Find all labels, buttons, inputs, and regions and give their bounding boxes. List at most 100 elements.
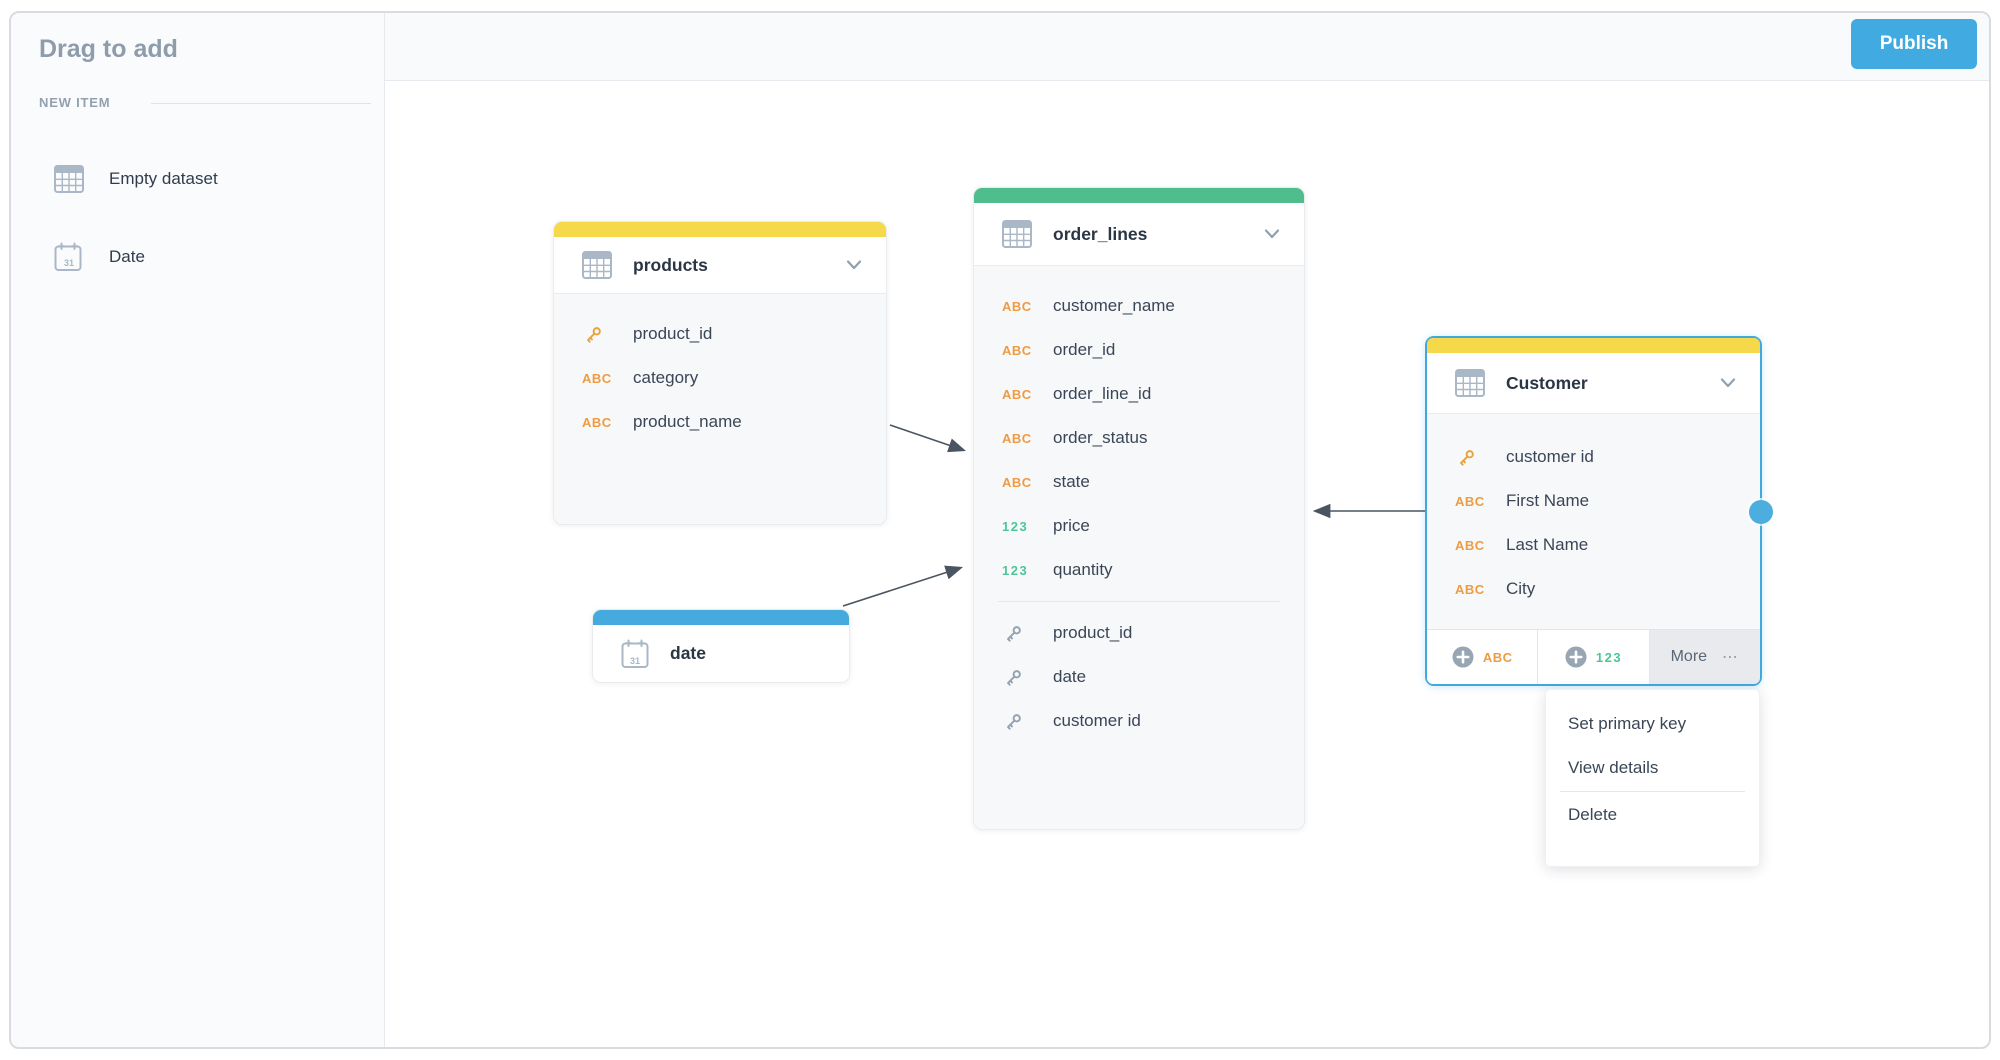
dataset-card-order-lines[interactable]: order_lines ABC customer_name ABC order_…	[973, 187, 1305, 830]
sidebar-item-label: Date	[109, 247, 145, 266]
foreign-key-icon	[1004, 712, 1023, 731]
table-grid-icon	[1002, 220, 1032, 248]
menu-item-view-details[interactable]: View details	[1568, 758, 1659, 777]
dataset-title: Customer	[1506, 372, 1588, 393]
dataset-card-products[interactable]: products product_id ABC category ABC pro…	[553, 221, 887, 525]
connection-handle[interactable]	[1749, 500, 1773, 524]
field-label: quantity	[1053, 560, 1113, 579]
more-context-menu: Set primary key View details Delete	[1545, 689, 1760, 867]
field-list: customer id ABC First Name ABC Last Name…	[1427, 414, 1760, 611]
plus-icon	[1565, 646, 1587, 668]
dataset-title: order_lines	[1053, 223, 1148, 244]
more-button[interactable]: More⋯	[1648, 630, 1760, 684]
field-row[interactable]: 123 quantity	[974, 548, 1304, 592]
add-number-field-button[interactable]: 123	[1537, 630, 1649, 684]
field-row[interactable]: 123 price	[974, 504, 1304, 548]
chevron-down-icon[interactable]	[1264, 229, 1280, 240]
field-label: product_id	[1053, 623, 1133, 642]
card-footer: ABC 123 More⋯	[1427, 629, 1760, 684]
field-list: product_id ABC category ABC product_name	[554, 294, 886, 444]
field-row[interactable]: product_id	[554, 312, 886, 356]
text-type-badge: ABC	[1002, 474, 1032, 490]
field-label: price	[1053, 516, 1090, 535]
field-row[interactable]: ABC category	[554, 356, 886, 400]
field-row[interactable]: ABC City	[1427, 567, 1760, 611]
menu-divider	[1560, 791, 1745, 792]
field-label: Last Name	[1506, 535, 1589, 554]
accent-bar	[554, 222, 886, 237]
field-label: category	[633, 368, 699, 387]
accent-bar	[593, 610, 849, 625]
table-grid-icon	[1455, 369, 1485, 397]
dataset-title: products	[633, 254, 708, 275]
primary-key-icon	[1457, 448, 1476, 467]
field-label: product_name	[633, 412, 742, 431]
number-type-badge: 123	[1595, 649, 1623, 665]
sidebar: Drag to add NEW ITEM Empty dataset 31 Da…	[11, 13, 385, 1047]
field-row[interactable]: product_id	[974, 611, 1304, 655]
text-type-badge: ABC	[582, 414, 612, 430]
menu-item-set-primary-key[interactable]: Set primary key	[1568, 714, 1687, 733]
field-list: ABC customer_name ABC order_id ABC order…	[974, 266, 1304, 743]
ellipsis-icon: ⋯	[1722, 649, 1740, 666]
calendar-icon: 31	[54, 242, 84, 272]
field-row[interactable]: customer id	[974, 699, 1304, 743]
sidebar-title: Drag to add	[39, 35, 178, 63]
text-type-badge: ABC	[1455, 493, 1485, 509]
foreign-key-icon	[1004, 624, 1023, 643]
text-type-badge: ABC	[1482, 649, 1513, 665]
field-label: customer_name	[1053, 296, 1175, 315]
calendar-icon: 31	[621, 639, 649, 669]
field-label: product_id	[633, 324, 713, 343]
text-type-badge: ABC	[1455, 581, 1485, 597]
field-label: customer id	[1053, 711, 1141, 730]
table-grid-icon	[54, 164, 84, 194]
text-type-badge: ABC	[1002, 386, 1032, 402]
field-row[interactable]: ABC product_name	[554, 400, 886, 444]
field-row[interactable]: ABC order_status	[974, 416, 1304, 460]
number-type-badge: 123	[1002, 562, 1029, 578]
field-label: First Name	[1506, 491, 1590, 510]
field-row[interactable]: ABC state	[974, 460, 1304, 504]
text-type-badge: ABC	[582, 370, 612, 386]
plus-icon	[1452, 646, 1474, 668]
publish-button[interactable]: Publish	[1851, 19, 1977, 69]
field-label: customer id	[1506, 447, 1594, 466]
field-row[interactable]: ABC customer_name	[974, 284, 1304, 328]
sidebar-item-empty-dataset[interactable]: Empty dataset	[11, 151, 385, 207]
sidebar-item-date[interactable]: 31 Date	[11, 229, 385, 285]
field-label: state	[1053, 472, 1090, 491]
field-row[interactable]: ABC Last Name	[1427, 523, 1760, 567]
accent-bar	[974, 188, 1304, 203]
field-row[interactable]: ABC order_line_id	[974, 372, 1304, 416]
add-text-field-button[interactable]: ABC	[1427, 630, 1538, 684]
dataset-card-customer[interactable]: Customer customer id ABC First Name ABC …	[1425, 336, 1762, 686]
field-label: City	[1506, 579, 1536, 598]
chevron-down-icon[interactable]	[1720, 378, 1736, 389]
field-label: order_id	[1053, 340, 1116, 359]
field-row[interactable]: ABC First Name	[1427, 479, 1760, 523]
text-type-badge: ABC	[1455, 537, 1485, 553]
sidebar-section-label: NEW ITEM	[39, 95, 111, 110]
field-label: date	[1053, 667, 1087, 686]
number-type-badge: 123	[1002, 518, 1029, 534]
menu-item-delete[interactable]: Delete	[1568, 805, 1618, 824]
dataset-card-date[interactable]: 31 date	[592, 609, 850, 683]
field-row[interactable]: date	[974, 655, 1304, 699]
sidebar-item-label: Empty dataset	[109, 169, 218, 188]
foreign-key-icon	[1004, 668, 1023, 687]
field-row[interactable]: customer id	[1427, 435, 1760, 479]
field-row[interactable]: ABC order_id	[974, 328, 1304, 372]
dataset-header-order-lines[interactable]: order_lines	[974, 203, 1304, 266]
primary-key-icon	[584, 325, 603, 344]
field-label: order_status	[1053, 428, 1148, 447]
text-type-badge: ABC	[1002, 298, 1032, 314]
chevron-down-icon[interactable]	[846, 260, 862, 271]
table-grid-icon	[582, 251, 612, 279]
dataset-header-date[interactable]: 31 date	[593, 625, 849, 682]
dataset-header-customer[interactable]: Customer	[1427, 353, 1760, 414]
section-divider	[151, 103, 371, 104]
field-label: order_line_id	[1053, 384, 1152, 403]
dataset-header-products[interactable]: products	[554, 237, 886, 294]
dataset-title: date	[670, 643, 706, 663]
